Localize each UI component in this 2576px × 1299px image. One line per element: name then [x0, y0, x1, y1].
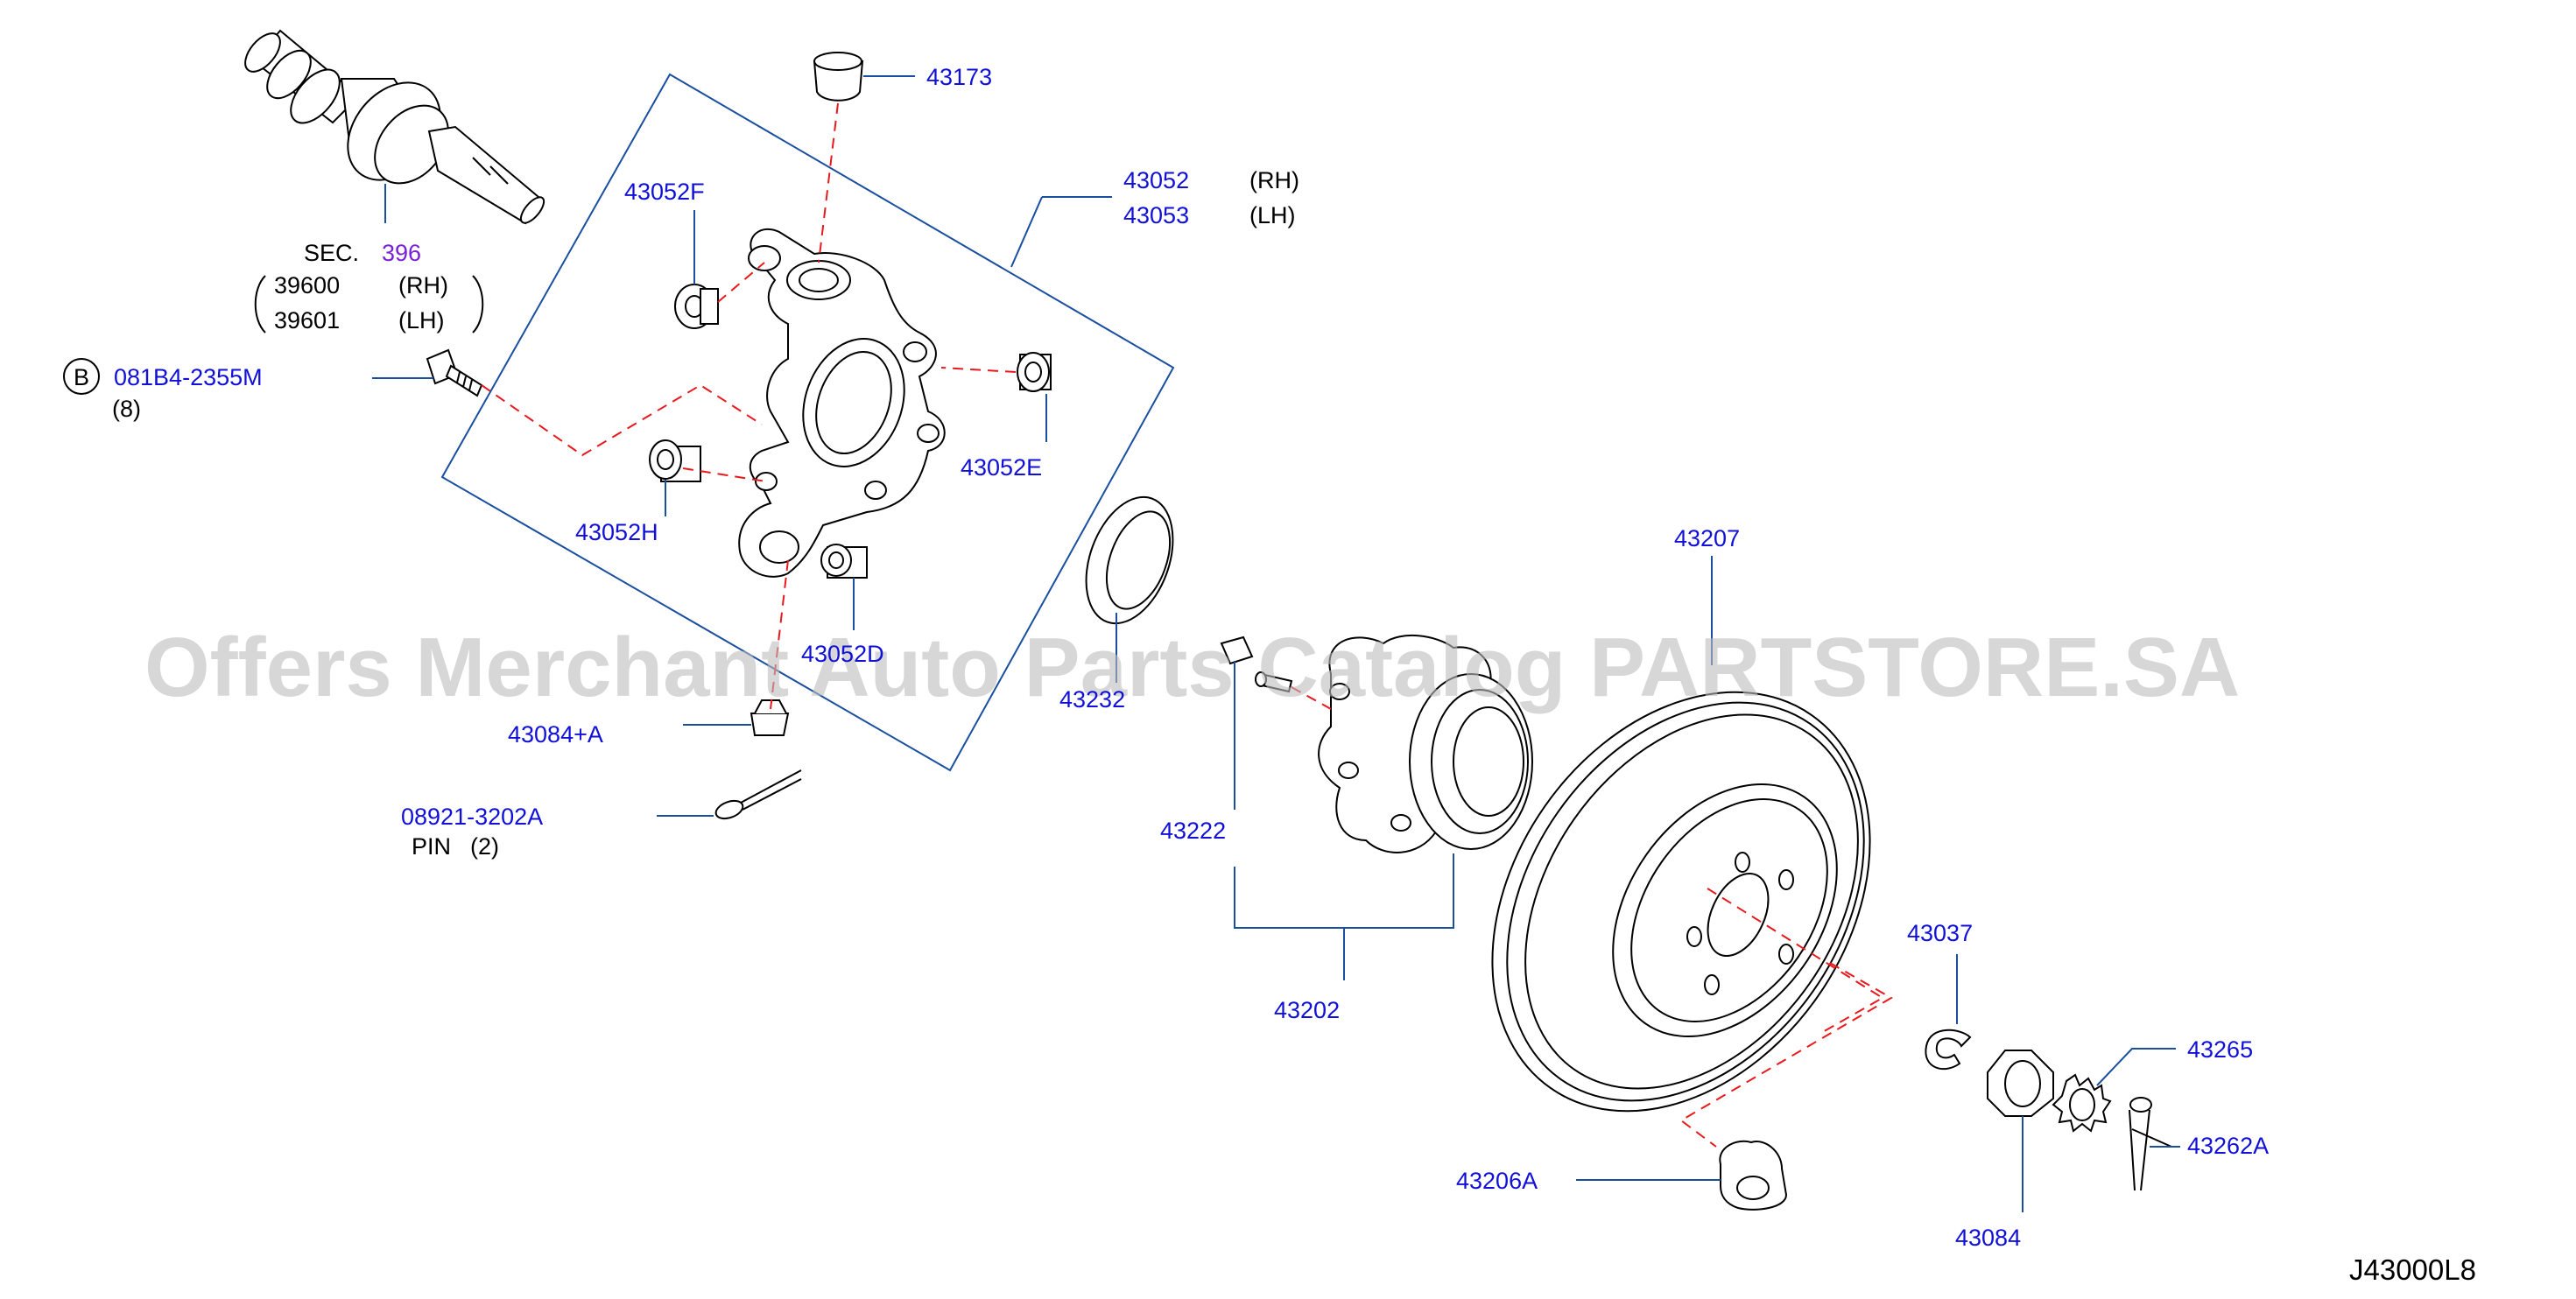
hub-bolt-43222 — [1220, 635, 1293, 693]
dash-disc-1 — [1707, 888, 1884, 1034]
lock-cap-43265 — [2052, 1073, 2112, 1133]
label-08921-3202A[interactable]: 08921-3202A — [401, 804, 543, 830]
label-rh-39600: (RH) — [398, 272, 448, 298]
bushing-43052F — [674, 284, 719, 329]
plug-43206A — [1719, 1140, 1788, 1211]
label-43173[interactable]: 43173 — [926, 64, 992, 90]
label-bolt-prefix: B — [74, 364, 89, 390]
dash-43052E — [940, 367, 1017, 373]
label-43053[interactable]: 43053 — [1123, 202, 1189, 228]
brake-disc-43207 — [1491, 691, 1871, 1113]
bracket-43202 — [1234, 853, 1454, 929]
label-43037[interactable]: 43037 — [1907, 920, 1973, 946]
nut-43084 — [1987, 1050, 2054, 1117]
dash-hub-bolt — [1291, 686, 1332, 710]
label-43052H[interactable]: 43052H — [575, 519, 658, 545]
bushing-43173 — [813, 52, 864, 102]
leader-43052 — [1010, 196, 1043, 268]
label-bolt-qty: (8) — [112, 396, 141, 422]
label-pin-qty: (2) — [470, 833, 499, 860]
label-lh-43053: (LH) — [1249, 202, 1296, 228]
knuckle-group-box — [440, 73, 1175, 772]
dash-43084 — [770, 559, 789, 710]
bushing-43052H — [649, 439, 701, 482]
label-pin: PIN — [412, 833, 451, 860]
washer-43037 — [1925, 1029, 1972, 1071]
seal-43232 — [1085, 495, 1174, 625]
bushing-43052E — [1017, 352, 1052, 392]
drive-shaft-drawing — [244, 29, 545, 225]
bushing-43052D — [820, 544, 868, 579]
label-43084[interactable]: 43084 — [1955, 1225, 2021, 1251]
label-43206A[interactable]: 43206A — [1456, 1168, 1538, 1194]
label-43052F[interactable]: 43052F — [624, 179, 705, 205]
label-lh-39601: (LH) — [398, 307, 445, 334]
label-081B4-2355M[interactable]: 081B4-2355M — [114, 364, 263, 390]
dash-43173 — [818, 102, 839, 263]
label-sec-396[interactable]: 396 — [382, 240, 421, 266]
dash-43052H — [682, 467, 767, 482]
paren-left — [254, 275, 266, 334]
watermark: Offers Merchant Auto Parts Catalog PARTS… — [144, 621, 2240, 714]
label-39601: 39601 — [274, 307, 340, 334]
label-43052[interactable]: 43052 — [1123, 167, 1189, 193]
dash-bolt — [481, 383, 763, 457]
knuckle-drawing — [738, 228, 946, 578]
label-43207[interactable]: 43207 — [1674, 525, 1740, 551]
bolt-marker-circle — [63, 358, 100, 395]
hub-assembly-43202 — [1318, 634, 1533, 853]
label-43202[interactable]: 43202 — [1274, 997, 1340, 1023]
label-43052D[interactable]: 43052D — [801, 641, 884, 667]
label-43262A[interactable]: 43262A — [2187, 1133, 2269, 1159]
label-43232[interactable]: 43232 — [1059, 686, 1125, 713]
label-sec: SEC. — [304, 240, 359, 266]
bolt-081B4 — [426, 348, 483, 397]
label-39600: 39600 — [274, 272, 340, 298]
cotter-pin-43262A — [2129, 1097, 2172, 1191]
leader-43265 — [2096, 1048, 2176, 1086]
label-43084A[interactable]: 43084+A — [508, 721, 603, 748]
label-43265[interactable]: 43265 — [2187, 1036, 2253, 1063]
label-rh-43052: (RH) — [1249, 167, 1299, 193]
dash-43052F — [717, 262, 765, 303]
cotter-pin-08921 — [714, 769, 802, 820]
label-43222[interactable]: 43222 — [1160, 818, 1226, 844]
dash-disc-2 — [1679, 962, 1893, 1148]
diagram-code: J43000L8 — [2349, 1253, 2476, 1286]
label-43052E[interactable]: 43052E — [961, 454, 1042, 481]
paren-right — [472, 275, 484, 334]
